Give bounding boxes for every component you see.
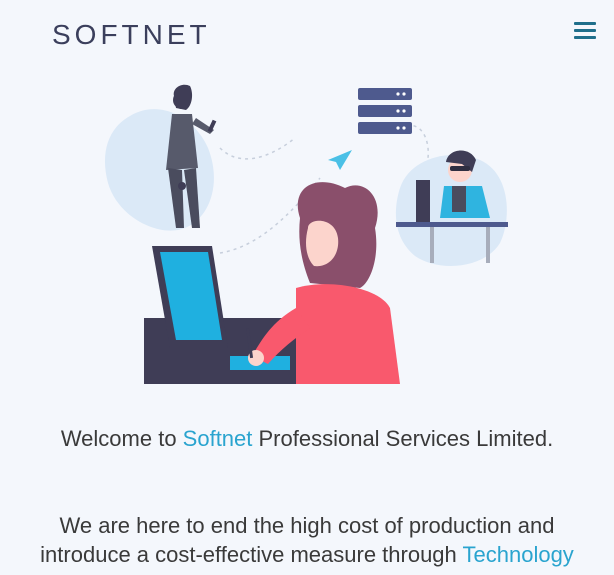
site-logo-text[interactable]: SOFTNET (52, 19, 211, 50)
mission-body: We are here to end the high cost of prod… (40, 513, 555, 567)
server-stack-icon (358, 88, 412, 134)
paper-plane-icon (328, 150, 352, 170)
hamburger-menu-icon[interactable] (574, 22, 596, 40)
seated-man-figure (396, 150, 508, 263)
mission-text: We are here to end the high cost of prod… (40, 511, 574, 569)
welcome-suffix: Professional Services Limited. (252, 426, 554, 451)
softnet-link[interactable]: Softnet (182, 426, 253, 451)
technology-link[interactable]: Technology (462, 542, 574, 567)
welcome-text: Welcome to Softnet Professional Services… (40, 424, 574, 453)
welcome-prefix: Welcome to (60, 426, 183, 451)
dotted-path-left (219, 137, 296, 160)
hero-illustration (104, 84, 508, 384)
standing-woman-figure (166, 84, 217, 228)
designer-at-monitor-figure (144, 182, 400, 384)
